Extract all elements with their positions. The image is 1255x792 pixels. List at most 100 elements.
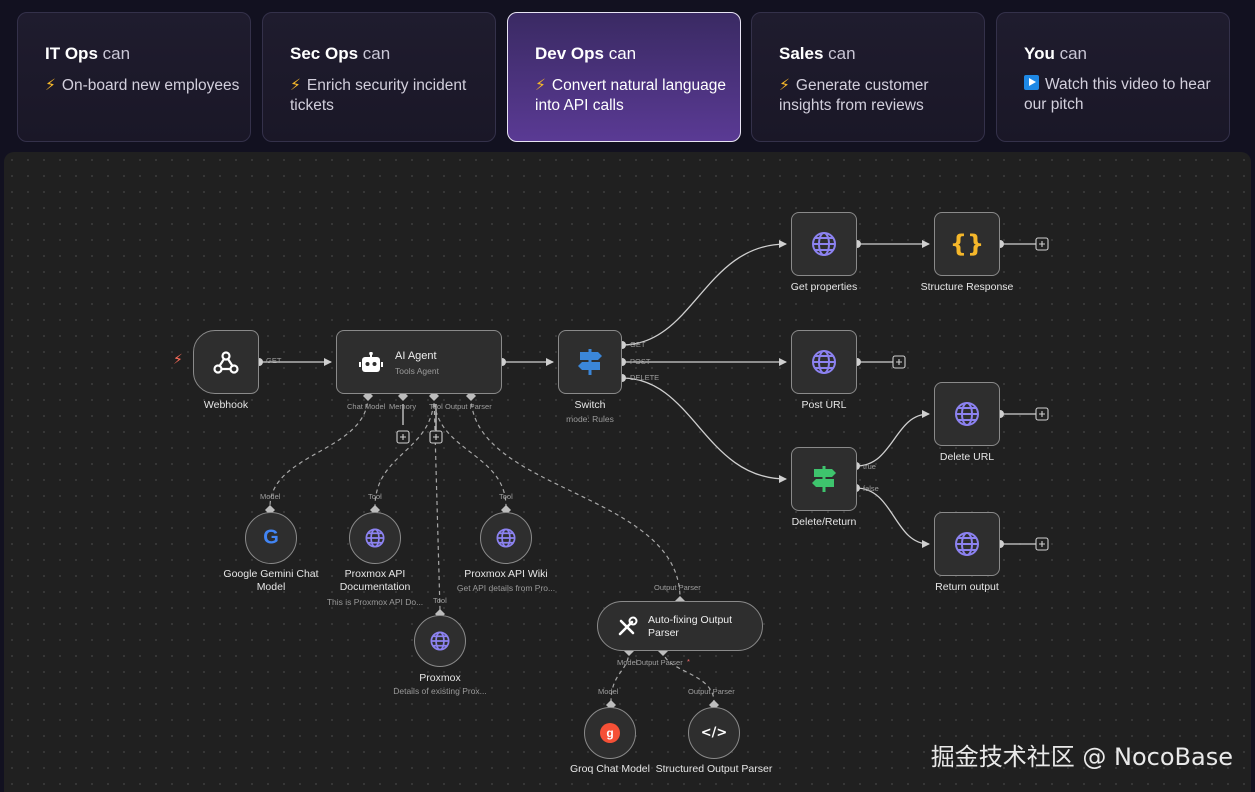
proxmox-api-wiki-node[interactable] — [480, 512, 532, 564]
braces-icon: {} — [949, 230, 985, 258]
get-properties-node[interactable] — [791, 212, 857, 276]
tab-description: Convert natural language into API calls — [535, 77, 726, 114]
globe-icon — [955, 532, 979, 556]
tab-team: Dev Ops — [535, 44, 604, 63]
tab-team: IT Ops — [45, 44, 98, 63]
globe-icon — [496, 528, 516, 548]
delete-url-label: Delete URL — [939, 451, 995, 463]
switch-subtitle: mode: Rules — [566, 414, 614, 424]
globe-icon — [812, 350, 836, 374]
wiki-port-tool: Tool — [499, 492, 513, 501]
ai-agent-node[interactable]: AI Agent Tools Agent — [336, 330, 502, 394]
webhook-port-get: GET — [266, 356, 282, 365]
trigger-bolt-icon: ⚡ — [173, 352, 183, 368]
tab-sec-ops[interactable]: Sec Ops can ⚡Enrich security incident ti… — [262, 12, 496, 142]
tab-team: You — [1024, 44, 1055, 63]
tab-dev-ops[interactable]: Dev Ops can ⚡Convert natural language in… — [507, 12, 741, 142]
tab-team: Sec Ops — [290, 44, 359, 63]
switch-label: Switch — [574, 399, 606, 411]
globe-icon — [812, 232, 836, 256]
return-output-label: Return output — [935, 581, 999, 593]
tab-sales[interactable]: Sales can ⚡Generate customer insights fr… — [751, 12, 985, 142]
autofix-port-output-parser: Output Parser — [636, 658, 683, 667]
globe-icon — [955, 402, 979, 426]
doc-subtitle: This is Proxmox API Do... — [326, 597, 424, 607]
workflow-connections — [255, 237, 1049, 710]
switch-port-get: GET — [630, 340, 646, 349]
google-icon: G — [263, 526, 279, 549]
tab-can: can — [362, 44, 391, 63]
watermark: 掘金技术社区 @ NocoBase — [930, 743, 1233, 771]
groq-node[interactable]: g — [584, 707, 636, 759]
structure-response-node[interactable]: {} — [934, 212, 1000, 276]
globe-icon — [430, 631, 450, 651]
tab-can: can — [1059, 44, 1088, 63]
switch-port-delete: DELETE — [630, 373, 660, 382]
tab-it-ops[interactable]: IT Ops can ⚡ On-board new employees — [17, 12, 251, 142]
gemini-label: Google Gemini Chat Model — [223, 568, 319, 593]
tab-can: can — [828, 44, 856, 63]
structure-response-label: Structure Response — [920, 281, 1014, 293]
delete-url-node[interactable] — [934, 382, 1000, 446]
proxmox-port-tool: Tool — [433, 596, 447, 605]
wiki-label: Proxmox API Wiki — [464, 568, 548, 580]
code-icon: </> — [700, 725, 728, 741]
return-output-node[interactable] — [934, 512, 1000, 576]
wiki-subtitle: Get API details from Pro... — [456, 583, 556, 593]
tab-description: On-board new employees — [61, 77, 240, 94]
tab-you[interactable]: You can Watch this video to hear our pit… — [996, 12, 1230, 142]
proxmox-subtitle: Details of existing Prox... — [393, 686, 487, 696]
gemini-port-model: Model — [260, 492, 281, 501]
structured-label: Structured Output Parser — [655, 763, 773, 775]
agent-port-output-parser: Output Parser — [445, 402, 492, 411]
switch-node[interactable] — [558, 330, 622, 394]
proxmox-api-doc-node[interactable] — [349, 512, 401, 564]
agent-port-chat-model: Chat Model — [347, 402, 386, 411]
groq-icon: g — [600, 723, 620, 743]
autofix-port-model: Model — [617, 658, 638, 667]
team-tabs: IT Ops can ⚡ On-board new employees Sec O… — [0, 0, 1255, 150]
tab-team: Sales — [779, 44, 824, 63]
doc-label: Proxmox API Documentation — [339, 568, 411, 593]
structured-port-output-parser: Output Parser — [688, 687, 735, 696]
agent-port-tool: Tool — [429, 402, 443, 411]
lightning-icon: ⚡ — [535, 76, 546, 94]
delete-return-node[interactable] — [791, 447, 857, 511]
tab-description: Generate customer insights from reviews — [779, 77, 929, 114]
tab-can: can — [102, 44, 131, 63]
autofix-parser-node[interactable]: Auto-fixing Output Parser — [597, 601, 763, 651]
workflow-canvas[interactable]: ⚡ Webhook GET AI Agent Tools Agent Chat … — [4, 152, 1251, 792]
switch-port-post: POST — [630, 357, 651, 366]
lightning-icon: ⚡ — [290, 76, 301, 94]
post-url-node[interactable] — [791, 330, 857, 394]
ai-agent-label: AI Agent — [395, 350, 437, 362]
webhook-icon — [213, 351, 239, 374]
gemini-node[interactable]: G — [245, 512, 297, 564]
autofix-label: Auto-fixing Output Parser — [648, 614, 733, 639]
tools-icon — [618, 616, 638, 636]
lightning-icon: ⚡ — [45, 76, 56, 94]
get-properties-label: Get properties — [790, 281, 858, 293]
globe-icon — [365, 528, 385, 548]
structured-parser-node[interactable]: </> — [688, 707, 740, 759]
play-icon — [1024, 75, 1039, 90]
tab-can: can — [608, 44, 637, 63]
required-marker: * — [687, 657, 690, 666]
signpost-icon — [578, 349, 602, 375]
doc-port-tool: Tool — [368, 492, 382, 501]
tab-description: Enrich security incident tickets — [290, 77, 467, 114]
autofix-port-in: Output Parser — [654, 583, 701, 592]
ai-agent-subtitle: Tools Agent — [395, 366, 439, 376]
robot-icon — [359, 352, 383, 372]
delete-return-label: Delete/Return — [791, 516, 857, 528]
groq-label: Groq Chat Model — [570, 763, 650, 775]
delete-return-port-true: true — [863, 462, 876, 471]
signpost-icon — [812, 466, 836, 492]
webhook-label: Webhook — [203, 399, 249, 411]
delete-return-port-false: false — [863, 484, 879, 493]
post-url-label: Post URL — [801, 399, 847, 411]
webhook-node[interactable] — [193, 330, 259, 394]
tab-description: Watch this video to hear our pitch — [1024, 76, 1211, 113]
agent-port-memory: Memory — [389, 402, 417, 411]
proxmox-node[interactable] — [414, 615, 466, 667]
